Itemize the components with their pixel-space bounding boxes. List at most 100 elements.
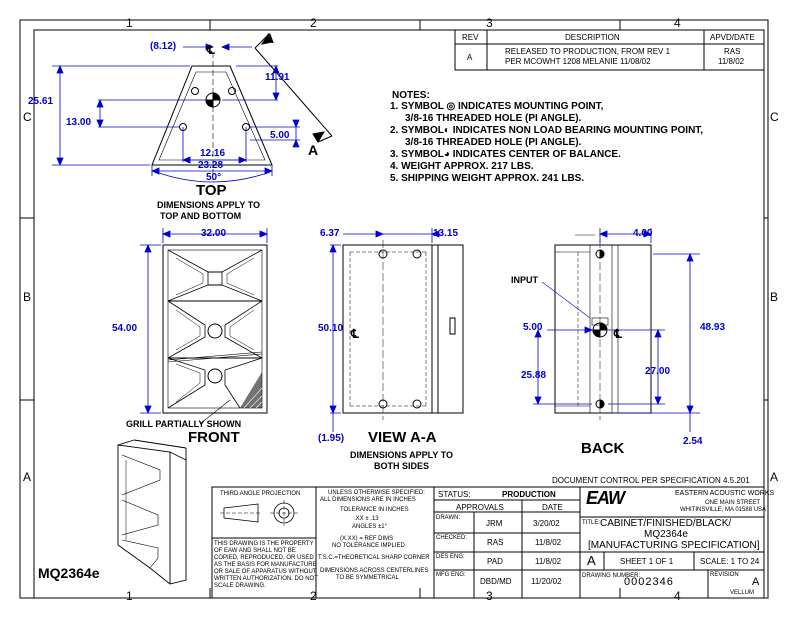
zone-left-a: A [23, 470, 32, 484]
front-dims [140, 228, 269, 415]
top-centerline-symbol: ℄ [207, 43, 215, 57]
aa-centerline-symbol: ℄ [351, 327, 359, 341]
aa-dim-6-37: 6.37 [320, 228, 340, 239]
drawing-number-label: DRAWING NUMBER: [582, 573, 641, 579]
top-dim-11-91: 11.91 [265, 72, 290, 83]
revision-label: REVISION [710, 572, 739, 578]
zone-bottom-3: 3 [486, 589, 493, 603]
sheet-number: SHEET 1 OF 1 [620, 557, 674, 566]
projection-symbol [220, 500, 298, 526]
zone-bottom-4: 4 [674, 589, 681, 603]
description-header: DESCRIPTION [565, 33, 620, 42]
zone-top-1: 1 [126, 16, 133, 30]
rev-description-2: PER MCOWHT 1208 MELANIE 11/08/02 [505, 57, 651, 66]
back-dim-5-00: 5.00 [523, 322, 543, 333]
view-aa-subtitle-2: BOTH SIDES [374, 461, 430, 471]
back-view-title: BACK [581, 440, 625, 457]
company-address-2: WHITINSVILLE, MA 01588 USA [680, 507, 767, 513]
front-height-dim: 54.00 [112, 323, 138, 334]
top-dim-25-61: 25.61 [28, 96, 54, 107]
tol-line-7: NO TOLERANCE IMPLIED [332, 543, 405, 549]
back-dim-25-88: 25.88 [521, 370, 547, 381]
tol-line-10: TO BE SYMMETRICAL [336, 575, 399, 581]
des-eng-label: DES ENG: [436, 554, 465, 560]
title-label: TITLE: [582, 520, 601, 526]
mfg-eng-label: MFG ENG: [436, 572, 466, 578]
property-line-3: COPIED, REPRODUCED, OR USED [214, 555, 314, 561]
rev-date: 11/8/02 [718, 57, 745, 66]
title-line-3: [MANUFACTURING SPECIFICATION] [588, 540, 760, 551]
section-label-a-bottom: A [308, 142, 319, 158]
back-dim-4-00: 4.00 [633, 228, 653, 239]
status-label: STATUS: [438, 490, 471, 499]
zone-top-4: 4 [674, 16, 681, 30]
note-2b: 3/8-16 THREADED HOLE (PI ANGLE). [405, 137, 582, 148]
note-3: 3. SYMBOL◕ INDICATES CENTER OF BALANCE. [390, 149, 621, 160]
top-dim-13-00: 13.00 [66, 117, 92, 128]
back-dim-27-00: 27.00 [645, 366, 671, 377]
aa-dim-13-15: 13.15 [433, 228, 459, 239]
company-address-1: ONE MAIN STREET [705, 500, 761, 506]
zone-left-b: B [23, 290, 32, 304]
top-view-title: TOP [196, 182, 227, 199]
title-line-2: MQ2364e [644, 529, 688, 540]
notes-title: NOTES: [392, 90, 430, 101]
tol-line-3: TOLERANCE IN INCHES [340, 507, 409, 513]
top-view-subtitle-2: TOP AND BOTTOM [160, 211, 242, 221]
zone-right-b: B [770, 290, 779, 304]
zone-left-c: C [23, 110, 32, 124]
zone-right-a: A [770, 470, 779, 484]
grill-leader [199, 399, 231, 425]
top-view-dims [52, 43, 300, 183]
view-aa-title: VIEW A-A [368, 429, 437, 446]
back-centerline-symbol: ℄ [614, 327, 622, 341]
property-line-7: SCALE DRAWING. [214, 583, 266, 589]
rev-apvd: RAS [724, 47, 741, 56]
front-grill-hatch [243, 387, 263, 409]
approvals-date-header: DATE [542, 503, 563, 512]
property-line-4: AS THE BASIS FOR MANUFACTURE [214, 562, 317, 568]
view-aa [342, 240, 464, 420]
top-view-subtitle-1: DIMENSIONS APPLY TO [157, 200, 261, 210]
front-view-title: FRONT [188, 429, 240, 446]
des-eng-name: PAD [487, 557, 503, 566]
title-line-1: CABINET/FINISHED/BLACK/ [600, 518, 732, 529]
tol-line-5: ANGLES ±1° [352, 524, 388, 530]
checked-date: 11/8/02 [535, 538, 562, 547]
back-dims [533, 228, 700, 432]
note-2: 2. SYMBOL◐ INDICATES NON LOAD BEARING MO… [390, 125, 704, 136]
status-value: PRODUCTION [502, 490, 556, 499]
note-4: 4. WEIGHT APPROX. 217 LBS. [390, 161, 534, 172]
top-dim-12-16: 12.16 [200, 148, 226, 159]
front-width-dim: 32.00 [201, 228, 227, 239]
drawn-name: JRM [486, 519, 503, 528]
revision-block-lines [454, 29, 765, 71]
tol-line-8: T.S.C.=THEORETICAL SHARP CORNER [318, 555, 430, 561]
vellum-label: VELLUM [730, 590, 755, 596]
rev-description-1: RELEASED TO PRODUCTION, FROM REV 1 [505, 47, 671, 56]
company-name: EASTERN ACOUSTIC WORKS [675, 490, 775, 497]
aa-dim-50-10: 50.10 [318, 323, 344, 334]
sheet-size: A [587, 553, 596, 568]
mfg-eng-name: DBD/MD [480, 577, 512, 586]
document-control-note: DOCUMENT CONTROL PER SPECIFICATION 4.5.2… [552, 476, 750, 485]
section-label-a-top: A [264, 30, 275, 46]
view-aa-subtitle-1: DIMENSIONS APPLY TO [350, 450, 454, 460]
drawn-label: DRAWN: [436, 515, 461, 521]
drawing-number: 0002346 [624, 576, 674, 588]
back-dim-48-93: 48.93 [700, 322, 726, 333]
projection-label: THIRD ANGLE PROJECTION [220, 491, 301, 497]
top-dim-23-28: 23.28 [198, 160, 224, 171]
property-line-2: OF EAW AND SHALL NOT BE [214, 548, 296, 554]
view-aa-dims [329, 228, 440, 432]
checked-name: RAS [487, 538, 504, 547]
top-dim-8-12: (8.12) [150, 41, 177, 52]
front-grill [240, 372, 262, 408]
title-block-lines [211, 486, 765, 599]
tol-line-6: (X.XX) = REF DIMS [340, 536, 394, 542]
checked-label: CHECKED: [436, 535, 468, 541]
zone-right-c: C [770, 110, 779, 124]
zone-top-3: 3 [486, 16, 493, 30]
